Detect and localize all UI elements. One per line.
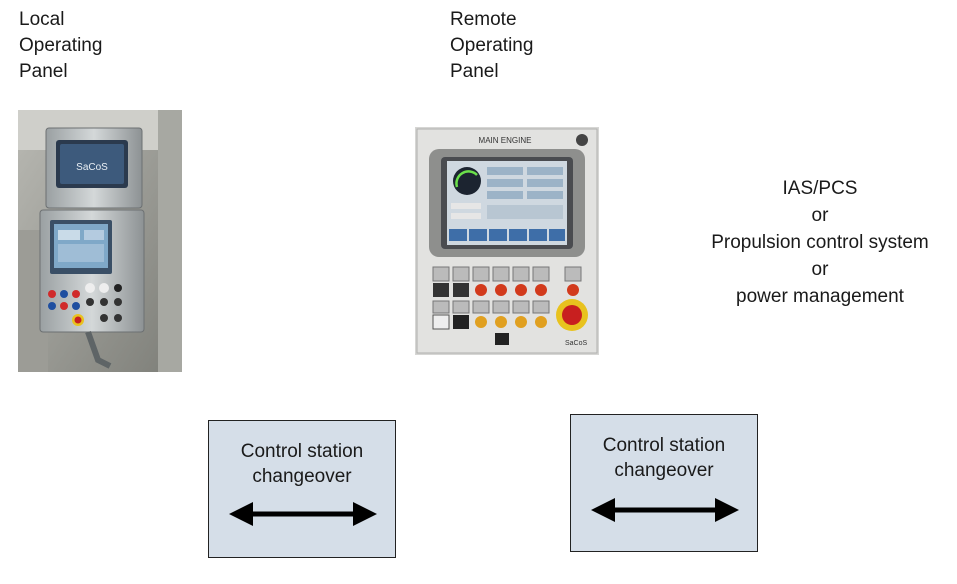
local-operating-panel-label: Local Operating Panel: [19, 9, 103, 82]
ias-line: IAS/PCS: [782, 178, 858, 199]
local-sacos-badge: SaCoS: [76, 162, 108, 173]
double-arrow-icon: [591, 498, 739, 522]
propulsion-line: Propulsion control system: [711, 232, 929, 253]
or-line: or: [811, 205, 829, 226]
remote-sacos-badge: SaCoS: [565, 340, 588, 347]
control-station-changeover-box-left: Control station changeover: [208, 420, 396, 558]
remote-operating-panel-label: Remote Operating Panel: [450, 9, 534, 82]
remote-operating-panel-photo: MAIN ENGINE: [415, 127, 599, 355]
man-logo-icon: [576, 134, 588, 146]
ias-pcs-text-block: IAS/PCS or Propulsion control system or …: [680, 175, 957, 310]
double-arrow-icon: [229, 502, 377, 526]
changeover-text: Control station changeover: [240, 441, 364, 487]
or-line: or: [811, 259, 829, 280]
remote-panel-header: MAIN ENGINE: [479, 136, 532, 145]
changeover-text: Control station changeover: [602, 435, 726, 481]
control-station-changeover-box-right: Control station changeover: [570, 414, 758, 552]
power-management-line: power management: [736, 286, 904, 307]
local-operating-panel-photo: SaCoS: [18, 110, 182, 372]
